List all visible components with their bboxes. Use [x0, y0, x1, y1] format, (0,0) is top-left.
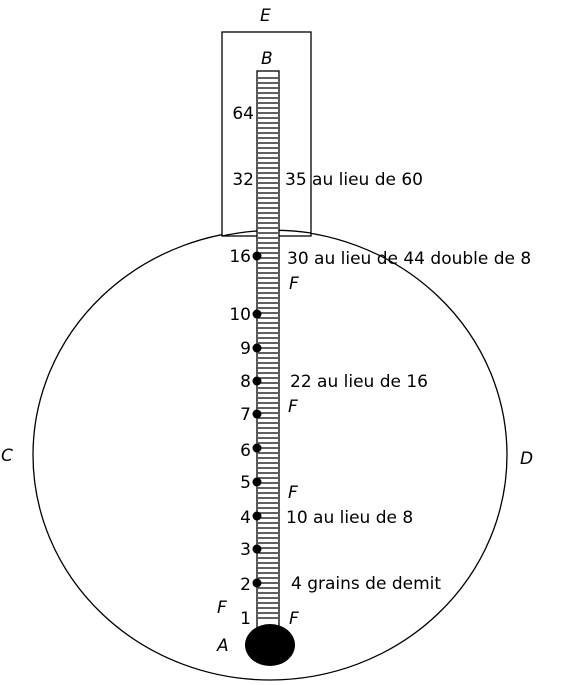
- scale-32: 32: [232, 170, 254, 190]
- scale-dot: [252, 578, 262, 588]
- scale-64: 64: [232, 104, 254, 124]
- label-e: E: [260, 6, 271, 26]
- label-f-5: F: [288, 483, 298, 503]
- scale-dot: [252, 343, 262, 353]
- annotation-2: 4 grains de demit: [291, 574, 441, 594]
- bulb: [245, 624, 295, 666]
- label-c: C: [1, 446, 13, 466]
- label-f-right: F: [289, 609, 299, 629]
- scale-2: 2: [240, 575, 251, 595]
- scale-dot: [252, 309, 262, 319]
- scale-7: 7: [240, 405, 251, 425]
- scale-1: 1: [240, 609, 251, 629]
- scale-9: 9: [240, 339, 251, 359]
- scale-dot: [252, 376, 262, 386]
- label-f-7: F: [288, 397, 298, 417]
- annotation-16: 30 au lieu de 44 double de 8: [287, 249, 531, 269]
- annotation-8: 22 au lieu de 16: [290, 372, 428, 392]
- scale-dot: [252, 511, 262, 521]
- scale-4: 4: [240, 508, 251, 528]
- scale-dot: [252, 477, 262, 487]
- label-b: B: [261, 49, 273, 69]
- label-a: A: [216, 636, 229, 656]
- label-f-left: F: [217, 598, 227, 618]
- label-d: D: [520, 449, 533, 469]
- scale-16: 16: [229, 247, 251, 267]
- annotation-4: 10 au lieu de 8: [286, 508, 413, 528]
- scale-dot: [252, 443, 262, 453]
- scale-5: 5: [240, 473, 251, 493]
- scale-dot: [252, 251, 262, 261]
- scale-dots: [252, 251, 262, 588]
- scale-8: 8: [240, 372, 251, 392]
- tube-graduations: [258, 77, 278, 619]
- scale-6: 6: [240, 441, 251, 461]
- annotation-32: 35 au lieu de 60: [285, 170, 423, 190]
- scale-10: 10: [229, 305, 251, 325]
- scale-dot: [252, 409, 262, 419]
- label-f-16: F: [289, 274, 299, 294]
- scale-dot: [252, 544, 262, 554]
- scale-3: 3: [240, 540, 251, 560]
